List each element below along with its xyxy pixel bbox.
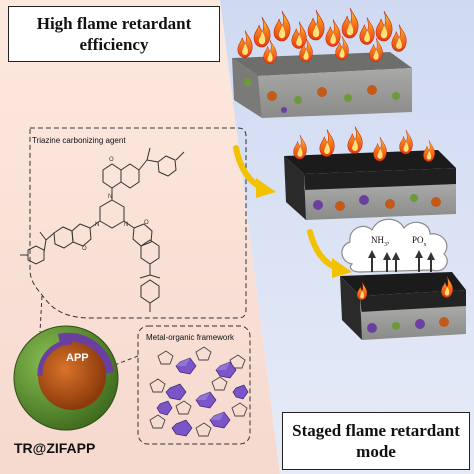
title-label-box: High flame retardant efficiency (8, 6, 220, 62)
svg-text:O: O (82, 246, 87, 252)
mode-label-box: Staged flame retardant mode (282, 412, 470, 470)
mof-framework (149, 346, 249, 437)
mode-line-1: Staged flame retardant (292, 421, 460, 440)
cloud-icon (341, 218, 448, 273)
title-line-2: efficiency (79, 35, 149, 54)
triazine-label: Triazine carbonizing agent (32, 136, 126, 145)
svg-text:N: N (108, 194, 112, 200)
gas-2-subscript: x (423, 241, 427, 248)
gas-label-nh3: NH3, (371, 235, 389, 248)
burning-block-stage-3 (340, 272, 466, 340)
up-arrow-icon (368, 250, 435, 272)
curved-arrow-head-1 (256, 178, 276, 198)
mode-line-2: mode (356, 442, 396, 461)
svg-text:O: O (109, 157, 114, 163)
triazine-molecule (20, 147, 185, 312)
core-label: APP (66, 352, 89, 364)
app-core (38, 342, 106, 410)
gas-2-text: PO (412, 235, 424, 245)
gas-1-subscript: 3 (384, 241, 387, 248)
title-line-1: High flame retardant (36, 14, 192, 33)
svg-text:N: N (95, 222, 99, 228)
mof-callout-box (137, 325, 251, 445)
curved-arrow-head-2 (332, 258, 352, 278)
core-shell-particle (13, 325, 119, 431)
molecule-heteroatoms: N N N O O O (82, 157, 149, 252)
svg-text:O: O (144, 220, 149, 226)
mof-label: Metal-organic framework (146, 333, 235, 342)
svg-text:N: N (124, 222, 128, 228)
gas-label-pox: POx (412, 235, 427, 248)
triazine-callout-box (29, 127, 247, 319)
triazine-callout-line (39, 295, 43, 333)
right-background (220, 0, 474, 474)
gas-1-comma: , (387, 235, 390, 245)
burning-block-stage-1 (232, 52, 412, 118)
gas-1-text: NH (371, 235, 384, 245)
product-label: TR@ZIFAPP (14, 440, 96, 456)
